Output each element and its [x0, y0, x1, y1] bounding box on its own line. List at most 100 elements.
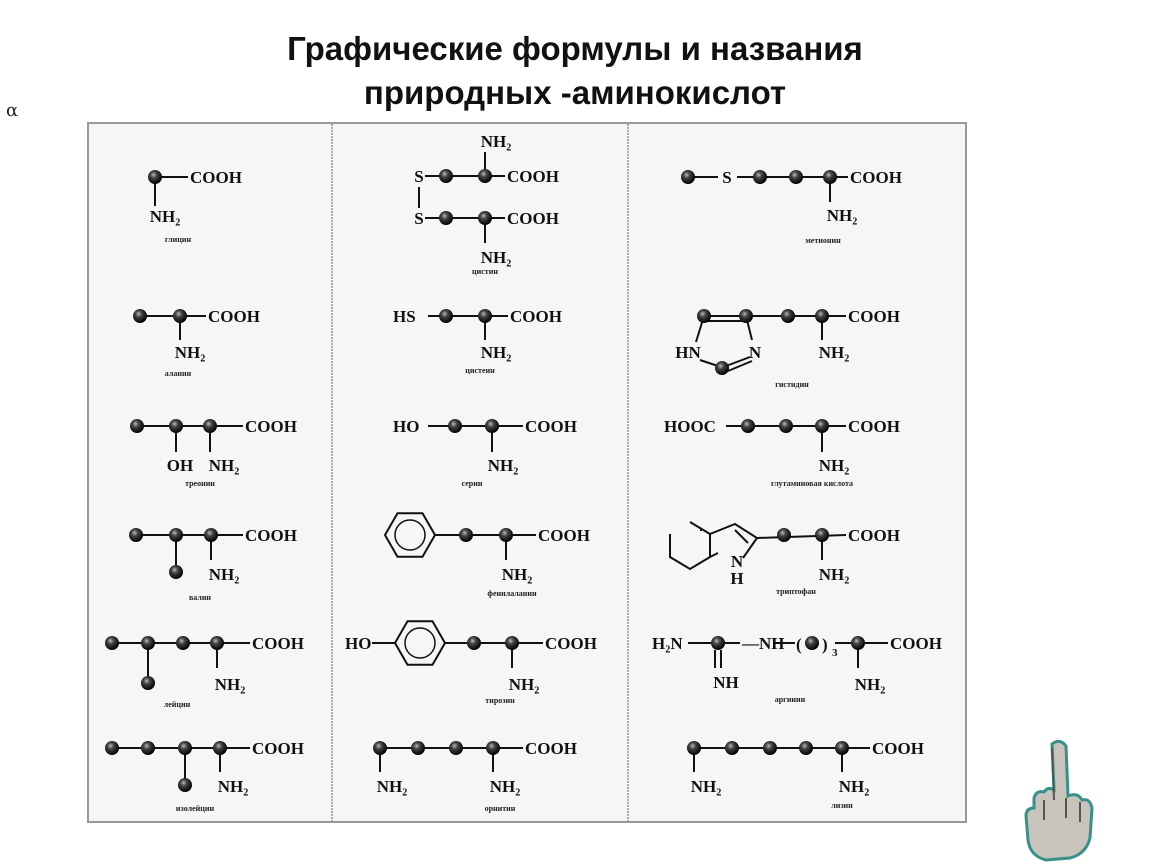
bond-line — [699, 359, 719, 367]
chemical-group-label: NH — [713, 673, 739, 692]
amino-acid-name: глицин — [165, 235, 192, 244]
chemical-group-label: ) — [822, 635, 828, 654]
carbon-atom-ball — [373, 741, 387, 755]
amino-acid-name: аланин — [165, 369, 192, 378]
indole-ring — [709, 522, 759, 559]
chemical-group-label: NH₂ — [481, 248, 512, 267]
carbon-atom-ball — [741, 419, 755, 433]
carbon-atom-ball — [478, 169, 492, 183]
carbon-atom-ball — [169, 528, 183, 542]
chemical-group-label: NH₂ — [481, 343, 512, 362]
chemical-group-label: NH₂ — [839, 777, 870, 796]
chemical-group-label: HN — [675, 343, 701, 362]
bond-line — [756, 534, 847, 539]
chemical-group-label: COOH — [525, 417, 577, 436]
carbon-atom-ball — [486, 741, 500, 755]
chemical-group-label: NH₂ — [488, 456, 519, 475]
chemical-group-label: COOH — [848, 526, 900, 545]
carbon-atom-ball — [711, 636, 725, 650]
amino-acid-name: лизин — [831, 801, 853, 810]
slide-title-line-1: Графические формулы и названия — [287, 30, 863, 67]
chemical-group-label: HO — [393, 417, 419, 436]
carbon-atom-ball — [178, 778, 192, 792]
chemical-group-label: N — [731, 552, 744, 571]
chemical-group-label: NH₂ — [175, 343, 206, 362]
carbon-atom-ball — [687, 741, 701, 755]
chemical-group-label: COOH — [510, 307, 562, 326]
chemical-group-label: NH₂ — [377, 777, 408, 796]
chemical-group-label: NH₂ — [502, 565, 533, 584]
chemical-group-label: NH₂ — [819, 456, 850, 475]
carbon-atom-ball — [449, 741, 463, 755]
amino-acid-name: цистеин — [465, 366, 495, 375]
chemical-group-label: COOH — [848, 417, 900, 436]
amino-acid-name: лейцин — [164, 700, 191, 709]
amino-acid-name: тирозин — [485, 696, 515, 705]
bond-line — [725, 356, 751, 367]
carbon-atom-ball — [478, 309, 492, 323]
chemical-group-label: HO — [345, 634, 371, 653]
chemical-group-label: NH₂ — [209, 565, 240, 584]
amino-acid-name: серин — [462, 479, 483, 488]
chemical-group-label: NH₂ — [218, 777, 249, 796]
amino-acid-name: гистидин — [775, 380, 809, 389]
chemical-group-label: COOH — [525, 739, 577, 758]
carbon-atom-ball — [835, 741, 849, 755]
chemical-group-label: ( — [796, 635, 802, 654]
amino-acid-name: триптофан — [776, 587, 816, 596]
amino-acid-name: аргинин — [775, 695, 806, 704]
carbon-atom-ball — [681, 170, 695, 184]
chemical-group-label: COOH — [850, 168, 902, 187]
amino-acid-name: глутаминовая кислота — [771, 479, 853, 488]
carbon-atom-ball — [141, 741, 155, 755]
carbon-atom-ball — [148, 170, 162, 184]
carbon-atom-ball — [753, 170, 767, 184]
carbon-atom-ball — [815, 528, 829, 542]
carbon-atom-ball — [448, 419, 462, 433]
carbon-atom-ball — [823, 170, 837, 184]
carbon-atom-ball — [439, 309, 453, 323]
carbon-atom-ball — [799, 741, 813, 755]
indole-ring — [734, 529, 749, 544]
carbon-atom-ball — [169, 565, 183, 579]
indole-ring — [669, 521, 711, 571]
chemical-group-label: COOH — [545, 634, 597, 653]
carbon-atom-ball — [204, 528, 218, 542]
carbon-atom-ball — [725, 741, 739, 755]
carbon-atom-ball — [739, 309, 753, 323]
carbon-atom-ball — [789, 170, 803, 184]
carbon-atom-ball — [499, 528, 513, 542]
benzene-ring-circle — [404, 627, 436, 659]
chemical-group-label: COOH — [252, 739, 304, 758]
chemical-group-label: COOH — [245, 526, 297, 545]
chemical-group-label: COOH — [872, 739, 924, 758]
alpha-symbol: α — [6, 100, 19, 121]
chemical-group-label: 3 — [832, 647, 838, 659]
pointing-hand-icon[interactable] — [1022, 738, 1094, 862]
chemical-group-label: —NH — [741, 634, 785, 653]
carbon-atom-ball — [459, 528, 473, 542]
table-frame — [87, 122, 967, 823]
carbon-atom-ball — [763, 741, 777, 755]
chemical-group-label: COOH — [890, 634, 942, 653]
bond-line — [727, 360, 753, 372]
carbon-atom-ball — [176, 636, 190, 650]
carbon-atom-ball — [815, 309, 829, 323]
carbon-atom-ball — [213, 741, 227, 755]
benzene-ring — [393, 620, 447, 666]
carbon-atom-ball — [203, 419, 217, 433]
carbon-atom-ball — [715, 361, 729, 375]
carbon-atom-ball — [781, 309, 795, 323]
carbon-atom-ball — [105, 741, 119, 755]
